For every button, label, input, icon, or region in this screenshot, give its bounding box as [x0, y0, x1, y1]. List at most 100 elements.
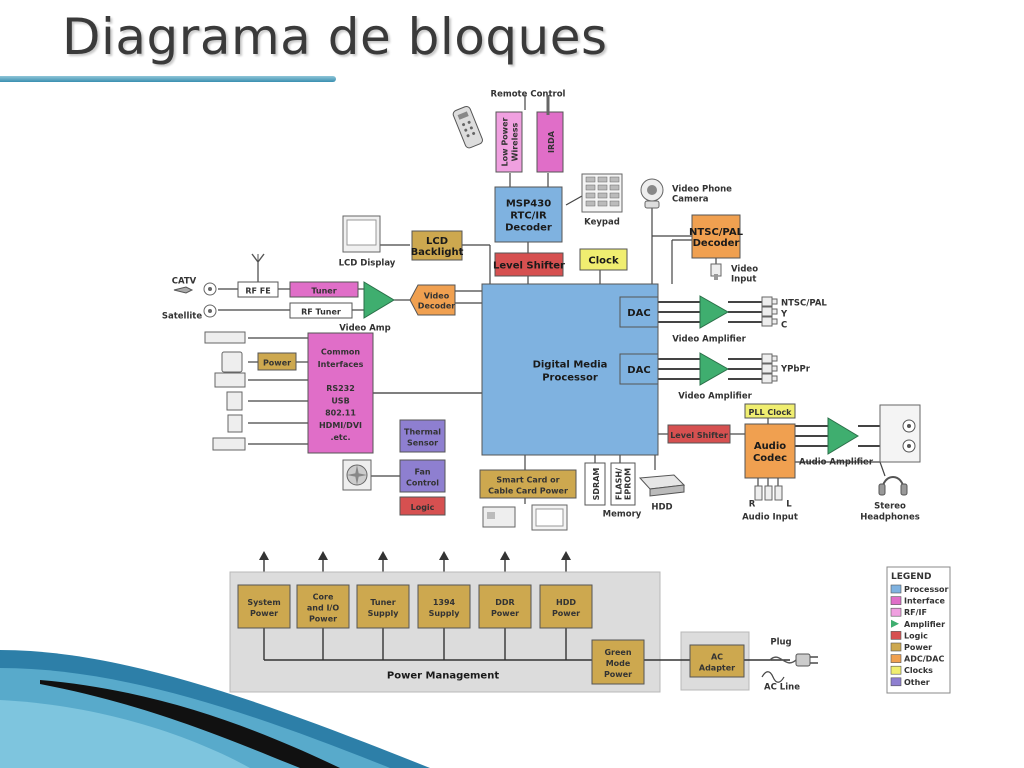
clock-block: Clock	[579, 248, 628, 271]
sdram-block-label: SDRAM	[592, 468, 601, 501]
legend-item-label: Power	[904, 643, 932, 652]
plug-label: Plug	[770, 638, 791, 648]
hdd-label: HDD	[651, 503, 672, 513]
ypbpr-label: YPbPr	[780, 365, 811, 375]
y-out-label: Y	[780, 310, 788, 320]
pll-clock-block: PLL Clock	[744, 403, 796, 419]
headphones-icon	[878, 476, 908, 496]
level-shifter-top-block: Level Shifter	[493, 252, 565, 277]
legend-swatch	[890, 607, 902, 617]
legend-item: Amplifier	[891, 619, 945, 629]
legend-swatch	[891, 619, 899, 628]
dac-bottom-block-label: DAC	[627, 365, 650, 376]
level-shifter-right-block-label: Level Shifter	[670, 431, 728, 440]
irda-block: IRDA	[536, 111, 564, 173]
legend-item-label: Amplifier	[904, 620, 945, 629]
smart-card-icon	[482, 504, 568, 531]
audio-amplifier-triangle	[827, 417, 859, 455]
audio-input-jacks-icon	[754, 485, 783, 501]
dac-top-block-label: DAC	[627, 308, 650, 319]
tuner-block-label: Tuner	[311, 286, 336, 295]
pll-clock-block-label: PLL Clock	[748, 408, 792, 417]
clock-block-label: Clock	[588, 255, 619, 266]
remote-control-label: Remote Control	[491, 90, 566, 100]
video-amplifier-top-label: Video Amplifier	[672, 335, 746, 345]
legend-item: Interface	[890, 596, 945, 606]
legend-item-label: Logic	[904, 631, 928, 640]
keypad-label: Keypad	[584, 218, 620, 228]
legend-item-label: Clocks	[904, 666, 933, 675]
video-amplifier-bottom-triangle	[699, 352, 730, 386]
level-shifter-right-block: Level Shifter	[667, 424, 731, 444]
antenna-icon	[251, 253, 265, 264]
camera-icon	[640, 178, 664, 209]
legend-item-label: Interface	[904, 597, 945, 606]
level-shifter-top-block-label: Level Shifter	[493, 260, 565, 271]
corner-swoosh-decoration	[0, 650, 430, 768]
power-management-label: Power Management	[387, 671, 499, 682]
legend-swatch	[890, 596, 902, 605]
rf-tuner-block-label: RF Tuner	[301, 307, 341, 316]
low-power-wireless-block: Low PowerWireless	[495, 111, 523, 173]
audio-amplifier-label: Audio Amplifier	[799, 458, 874, 468]
video-amplifier-top-triangle	[699, 295, 730, 329]
audio-input-l-label: L	[786, 500, 792, 510]
legend-item-label: Processor	[904, 585, 948, 594]
interface-connector-icons	[204, 331, 246, 451]
rf-tuner-block: RF Tuner	[289, 302, 353, 319]
rf-fe-block-label: RF FE	[245, 286, 270, 295]
legend-swatch	[890, 584, 902, 594]
memory-label: Memory	[603, 510, 642, 520]
tuner-block: Tuner	[289, 281, 359, 298]
satellite-connector-icon	[203, 304, 217, 318]
legend-swatch	[890, 654, 902, 663]
legend-swatch	[890, 665, 902, 675]
video-input-jack-icon	[710, 263, 722, 280]
legend-items: ProcessorInterfaceRF/IFAmplifierLogicPow…	[890, 584, 948, 687]
ntsc-pal-out-label: NTSC/PAL	[781, 299, 827, 309]
legend-item: Clocks	[890, 665, 933, 675]
video-amplifier-bottom-label: Video Amplifier	[678, 392, 752, 402]
dac-bottom-block: DAC	[619, 353, 659, 385]
legend-item: Logic	[890, 631, 928, 640]
legend-item: ADC/DAC	[890, 654, 944, 664]
fan-icon	[342, 459, 372, 491]
catv-label: CATV	[172, 277, 197, 287]
legend-item: Power	[890, 642, 932, 652]
legend-swatch	[890, 642, 902, 652]
legend-item: Other	[890, 677, 930, 687]
c-out-label: C	[781, 321, 787, 331]
